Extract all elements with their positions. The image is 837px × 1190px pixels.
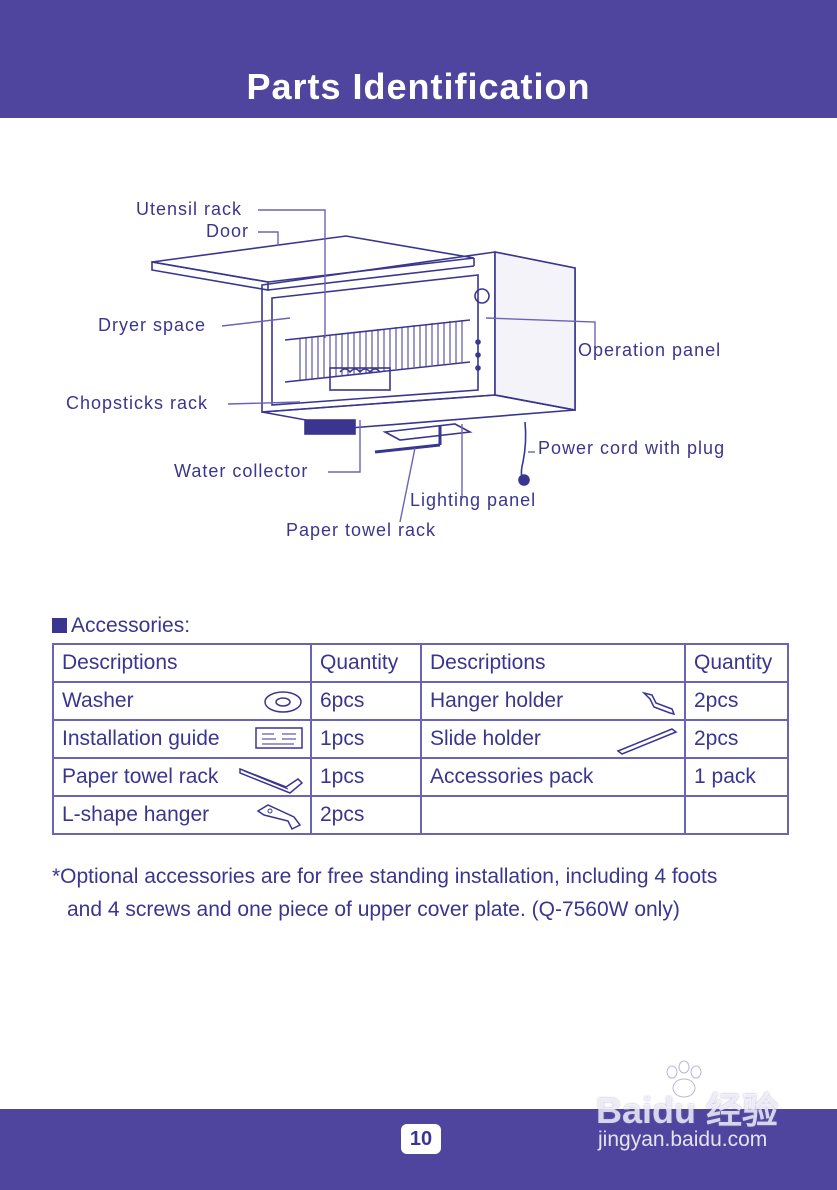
table-row: Installation guide 1pcs Slide holder 2pc… [52,719,789,759]
paper-towel-rack-icon [239,767,304,794]
table-row: L-shape hanger 2pcs [52,795,789,835]
table-cell [684,795,789,835]
accessories-table: Descriptions Quantity Descriptions Quant… [52,643,789,835]
label-power-cord: Power cord with plug [538,438,726,458]
label-lighting-panel: Lighting panel [410,490,537,510]
table-cell: Washer [52,681,312,721]
table-cell: 1pcs [310,719,422,759]
optional-accessories-note: *Optional accessories are for free stand… [52,865,718,921]
table-cell: Slide holder [420,719,686,759]
page-title: Parts Identification [246,66,591,107]
label-door: Door [206,221,250,241]
watermark-url: jingyan.baidu.com [598,1128,768,1151]
column-header: Quantity [310,643,422,683]
table-cell: 1 pack [684,757,789,797]
table-cell: 2pcs [684,719,789,759]
header-bar [0,0,837,118]
table-cell: 2pcs [310,795,422,835]
table-cell: Installation guide [52,719,312,759]
accessories-heading: Accessories: [52,614,190,638]
table-cell: Hanger holder [420,681,686,721]
hanger-holder-icon [641,691,676,716]
washer-icon [264,691,302,713]
table-row: Washer 6pcs Hanger holder 2pcs [52,681,789,721]
table-cell: Accessories pack [420,757,686,797]
watermark-logo: Baidu 经验 [596,1090,779,1131]
baidu-paw-icon [666,1060,702,1098]
l-shape-hanger-icon [256,804,302,831]
table-cell: 2pcs [684,681,789,721]
label-chopsticks-rack: Chopsticks rack [66,393,209,413]
slide-holder-icon [616,728,678,755]
bullet-square-icon [52,618,67,633]
page-number: 10 [401,1124,441,1154]
label-water-collector: Water collector [174,461,309,481]
table-cell [420,795,686,835]
label-dryer-space: Dryer space [98,315,207,335]
table-row: Paper towel rack 1pcs Accessories pack 1… [52,757,789,797]
table-cell: 1pcs [310,757,422,797]
dryer-diagram [151,209,596,523]
label-paper-towel-rack: Paper towel rack [286,520,437,540]
installation-guide-icon [255,727,303,749]
column-header: Quantity [684,643,789,683]
label-operation-panel: Operation panel [578,340,722,360]
table-cell: Paper towel rack [52,757,312,797]
table-cell: 6pcs [310,681,422,721]
column-header: Descriptions [52,643,312,683]
table-header-row: Descriptions Quantity Descriptions Quant… [52,643,789,683]
table-cell: L-shape hanger [52,795,312,835]
label-utensil-rack: Utensil rack [136,199,243,219]
column-header: Descriptions [420,643,686,683]
